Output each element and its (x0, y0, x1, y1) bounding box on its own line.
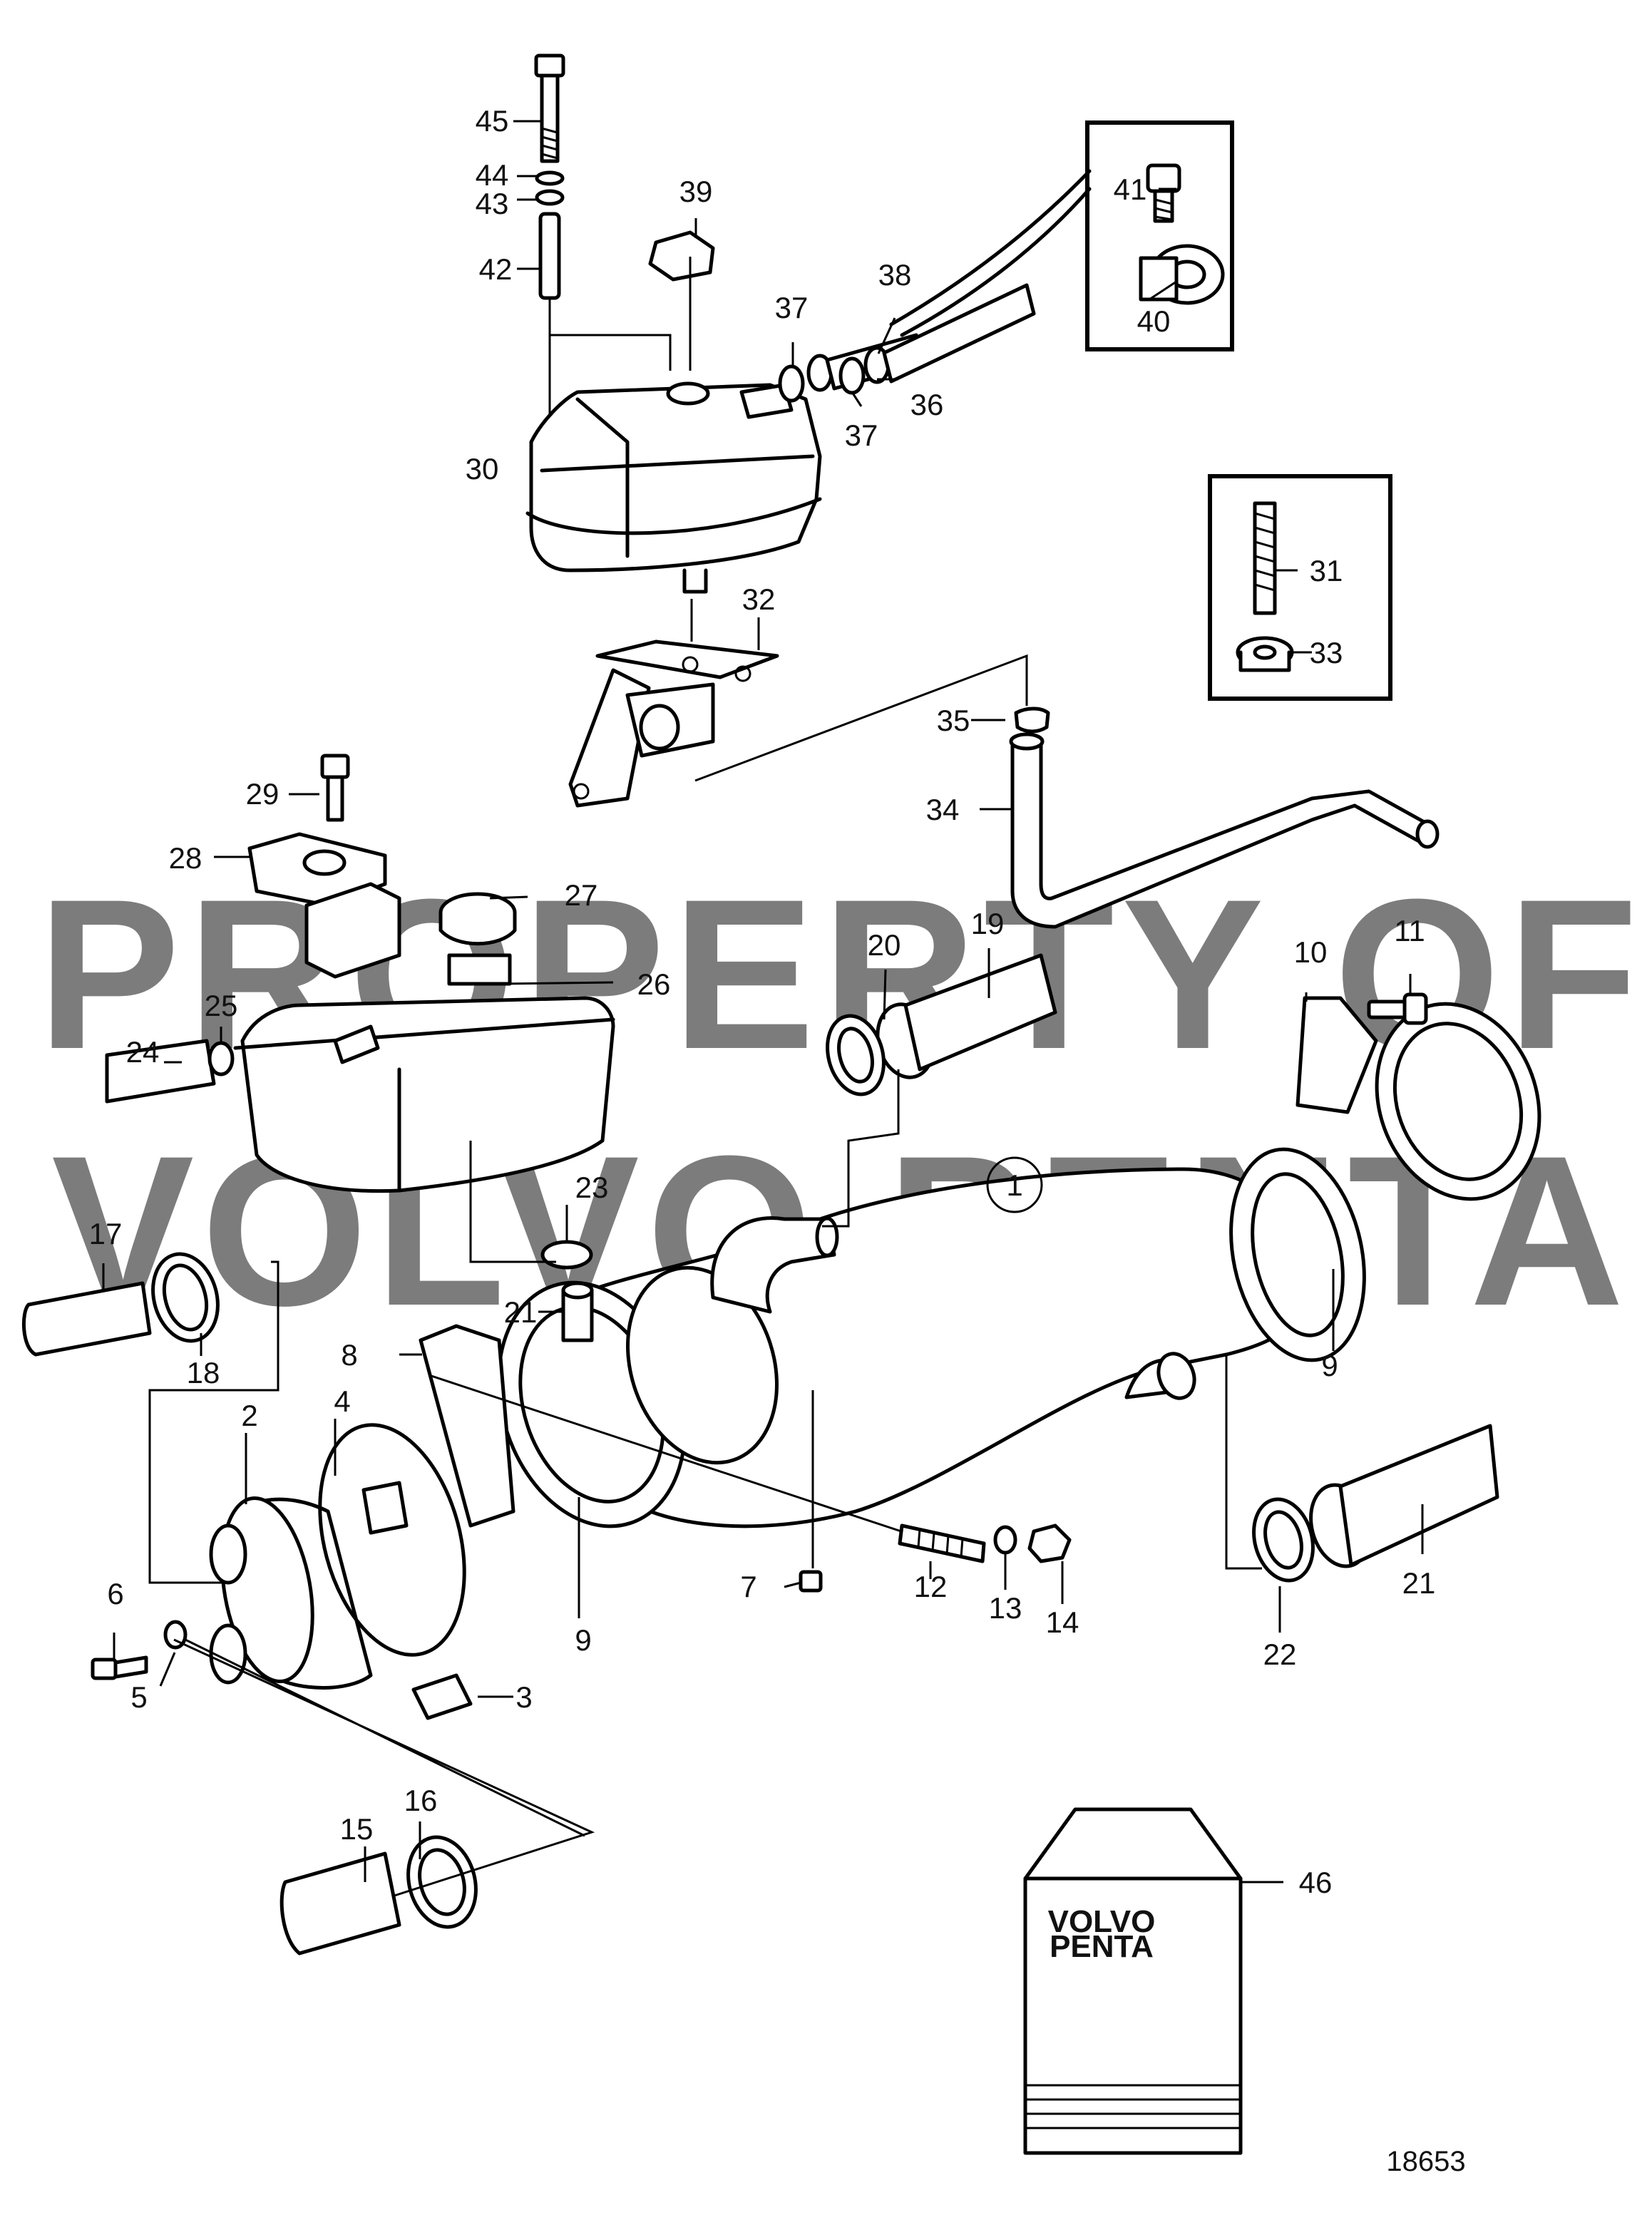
callout-43: 43 (476, 187, 509, 220)
callout-22: 22 (1263, 1638, 1297, 1671)
callout-5: 5 (130, 1680, 147, 1714)
leader-lines (102, 120, 1424, 1898)
tank-bracket (568, 599, 1028, 808)
callout-3: 3 (515, 1680, 532, 1714)
reference-circle-1 (986, 1156, 1043, 1213)
callout-16: 16 (404, 1784, 438, 1817)
callout-2: 2 (241, 1399, 257, 1432)
callout-40: 40 (1137, 304, 1171, 338)
callout-45: 45 (476, 104, 509, 138)
callout-30: 30 (466, 452, 499, 485)
callout-7: 7 (740, 1570, 756, 1603)
callout-41: 41 (1114, 173, 1147, 206)
callout-4: 4 (334, 1384, 350, 1418)
callout-26: 26 (637, 967, 671, 1001)
callout-9-right: 9 (1321, 1349, 1338, 1382)
callout-34: 34 (926, 793, 960, 826)
callout-21-right: 21 (1402, 1566, 1436, 1600)
callout-31: 31 (1310, 554, 1343, 587)
drawing-number: 18653 (1386, 2146, 1465, 2177)
upper-expansion-tank-assembly (525, 53, 1036, 594)
callout-17: 17 (89, 1217, 123, 1250)
instruction-booklet: VOLVO PENTA (1023, 1807, 1283, 2155)
callout-27: 27 (565, 878, 598, 912)
callout-42: 42 (479, 252, 513, 286)
callout-11: 11 (1394, 914, 1425, 947)
callout-1: 1 (1006, 1168, 1022, 1202)
callout-18: 18 (187, 1356, 220, 1389)
booklet-brand-line-1: VOLVO (1048, 1904, 1156, 1939)
callout-37-top: 37 (775, 291, 809, 324)
detail-box-bracket-screw (889, 120, 1234, 351)
bent-pipe (1009, 706, 1440, 929)
callout-15: 15 (340, 1812, 374, 1846)
callout-25: 25 (205, 989, 238, 1022)
callout-44: 44 (476, 158, 509, 192)
callout-36: 36 (910, 388, 944, 421)
hose-pieces (21, 953, 1499, 1956)
callout-38: 38 (878, 258, 912, 292)
callout-10: 10 (1294, 935, 1328, 969)
lower-expansion-tank-assembly (105, 754, 615, 1193)
end-cover-assembly (91, 1423, 473, 1720)
callout-39: 39 (679, 175, 713, 208)
callout-21-left: 21 (504, 1295, 538, 1329)
booklet-brand-line-2: PENTA (1050, 1929, 1154, 1964)
callout-6: 6 (107, 1577, 123, 1610)
callout-46: 46 (1299, 1866, 1333, 1899)
callout-19: 19 (971, 907, 1005, 940)
callout-labels: 1 2 3 4 5 6 7 8 9 9 10 11 12 13 14 15 16… (89, 104, 1436, 1899)
callout-28: 28 (169, 841, 202, 875)
callout-20: 20 (868, 928, 901, 962)
outlet-flange (1296, 992, 1541, 1201)
stud-washer-nut (431, 1374, 1072, 1593)
callout-12: 12 (914, 1570, 948, 1603)
callout-9-left: 9 (575, 1623, 591, 1657)
callout-35: 35 (937, 704, 970, 737)
callout-14: 14 (1046, 1605, 1079, 1639)
heat-exchanger-body (419, 1147, 1366, 1528)
callout-32: 32 (742, 582, 776, 616)
callout-29: 29 (246, 777, 279, 811)
callout-37-bottom: 37 (845, 418, 878, 452)
detail-box-stud-nut (1208, 474, 1392, 701)
callout-33: 33 (1310, 636, 1343, 669)
callout-24: 24 (126, 1035, 160, 1069)
callout-23: 23 (575, 1171, 609, 1204)
callout-8: 8 (341, 1338, 357, 1372)
callout-13: 13 (989, 1591, 1022, 1625)
